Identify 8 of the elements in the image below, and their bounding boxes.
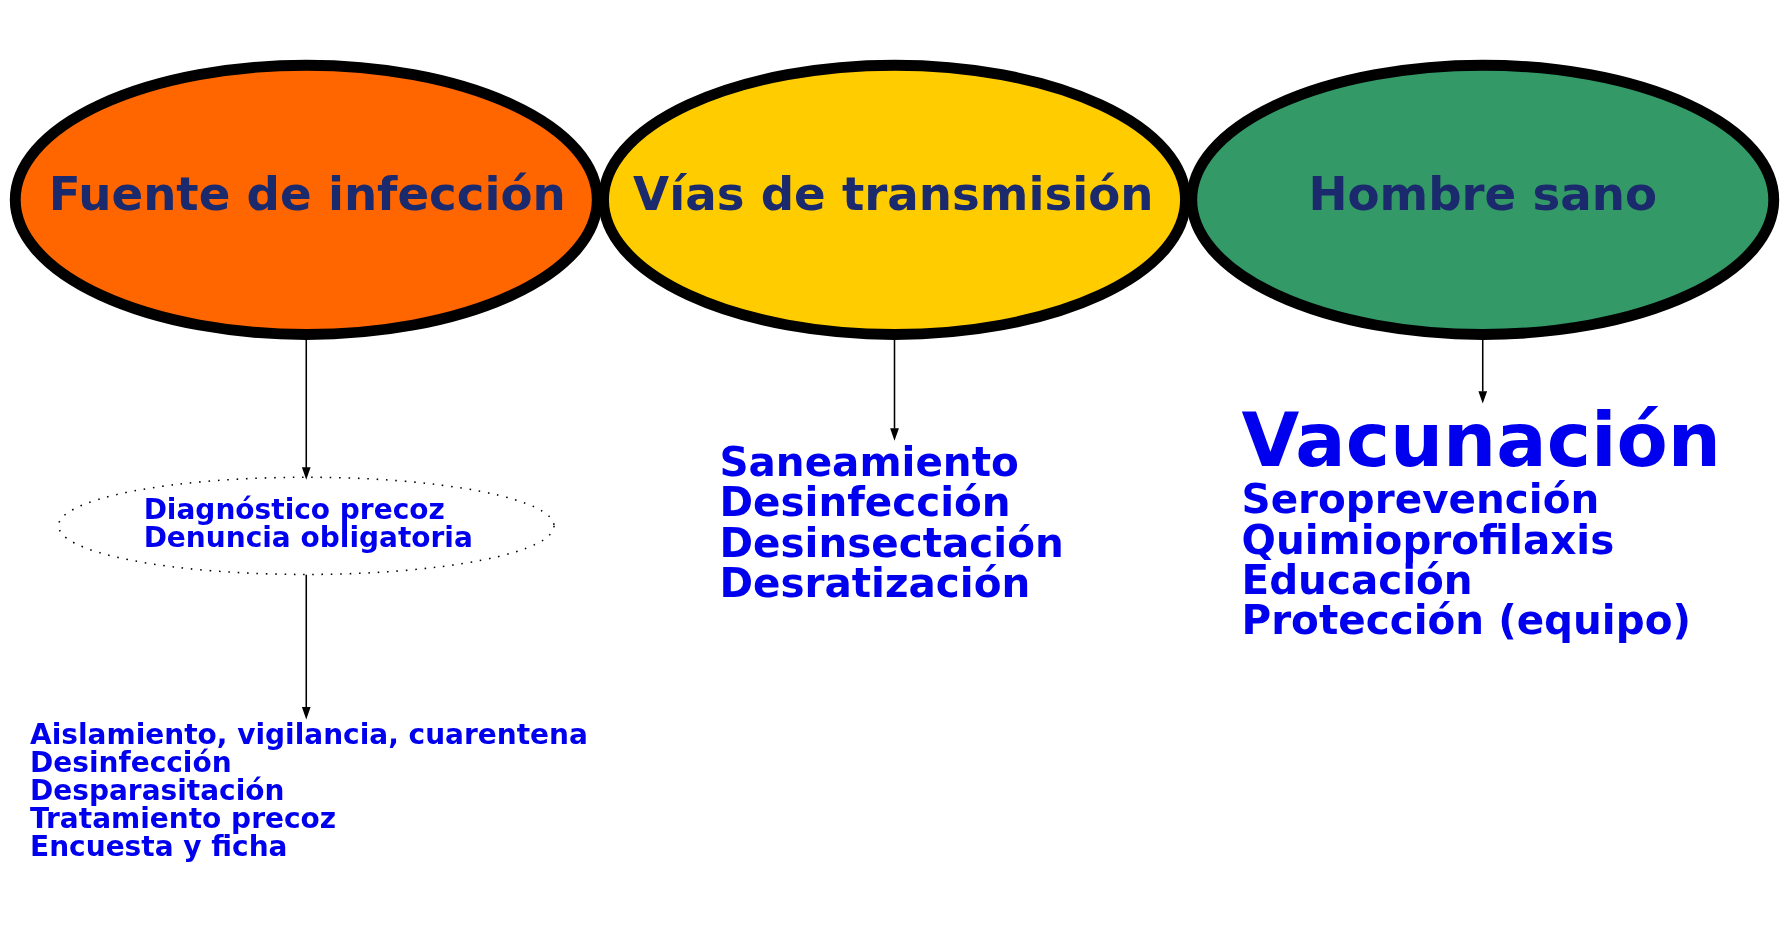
node-text: Vacunación Seroprevención Quimioprofilaxis Educación Protección (equipo) <box>1241 396 1722 645</box>
node-ellipse: Vías de transmisión <box>598 59 1191 340</box>
node-ellipse: Fuente de infección <box>9 59 603 340</box>
node-text: Saneamiento Desinfección Desinsectación Desratización <box>719 437 1064 608</box>
arrow <box>301 573 311 720</box>
node-text: Aislamiento, vigilancia, cuarentena Desinfección Desparasitación Tratamiento precoz Encuesta y ficha <box>30 718 588 864</box>
node-ellipse: Hombre sano <box>1186 59 1780 340</box>
node-ellipse: Diagnóstico precoz Denuncia obligatoria <box>57 476 555 576</box>
